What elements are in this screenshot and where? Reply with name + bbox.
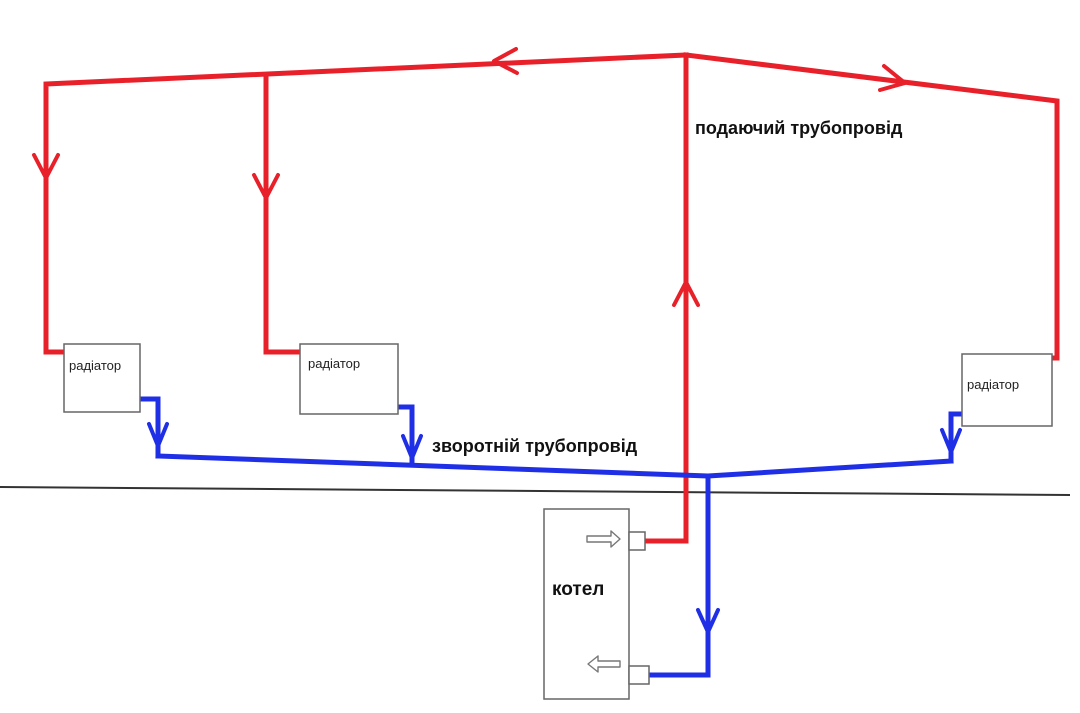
boiler-label: котел xyxy=(552,579,604,600)
radiator-box xyxy=(63,343,141,413)
return-from-radiator-3 xyxy=(948,411,965,464)
supply-flow-arrows xyxy=(32,47,907,307)
chevron-arrow-icon xyxy=(878,64,907,92)
chevron-arrow-icon xyxy=(672,280,700,307)
boiler-supply-port xyxy=(628,531,646,551)
return-flow-arrows xyxy=(147,422,962,634)
radiator-label: радіатор xyxy=(967,377,1019,392)
supply-main-right xyxy=(683,52,1060,361)
hollow-arrow-icon xyxy=(587,655,621,673)
chevron-arrow-icon xyxy=(147,422,169,448)
chevron-arrow-icon xyxy=(940,428,962,454)
hollow-arrow-icon xyxy=(586,530,621,548)
return-main xyxy=(155,453,954,479)
chevron-arrow-icon xyxy=(32,153,60,180)
return-pipe-network xyxy=(137,396,965,678)
return-pipe-label: зворотній трубопровід xyxy=(432,436,638,456)
supply-pipe-label: подаючий трубопровід xyxy=(695,118,903,138)
chevron-arrow-icon xyxy=(401,434,423,460)
radiator-label: радіатор xyxy=(69,358,121,373)
chevron-arrow-icon xyxy=(252,173,280,200)
floor-line xyxy=(0,486,1071,496)
radiator-box xyxy=(961,353,1053,427)
return-from-radiator-2 xyxy=(395,404,415,467)
chevron-arrow-icon xyxy=(696,608,720,634)
boiler-return-port xyxy=(628,665,650,685)
chevron-arrow-icon xyxy=(492,47,519,75)
radiator-2: радіатор xyxy=(299,343,399,415)
supply-branch-radiator-2 xyxy=(263,75,303,355)
supply-main-left xyxy=(43,52,689,355)
return-down-to-boiler xyxy=(647,473,711,678)
radiator-label: радіатор xyxy=(308,356,360,371)
boiler: котел xyxy=(543,508,650,700)
radiator-box xyxy=(299,343,399,415)
return-from-radiator-1 xyxy=(137,396,161,459)
supply-riser xyxy=(642,52,689,544)
radiator-3: радіатор xyxy=(961,353,1053,427)
radiator-1: радіатор xyxy=(63,343,141,413)
